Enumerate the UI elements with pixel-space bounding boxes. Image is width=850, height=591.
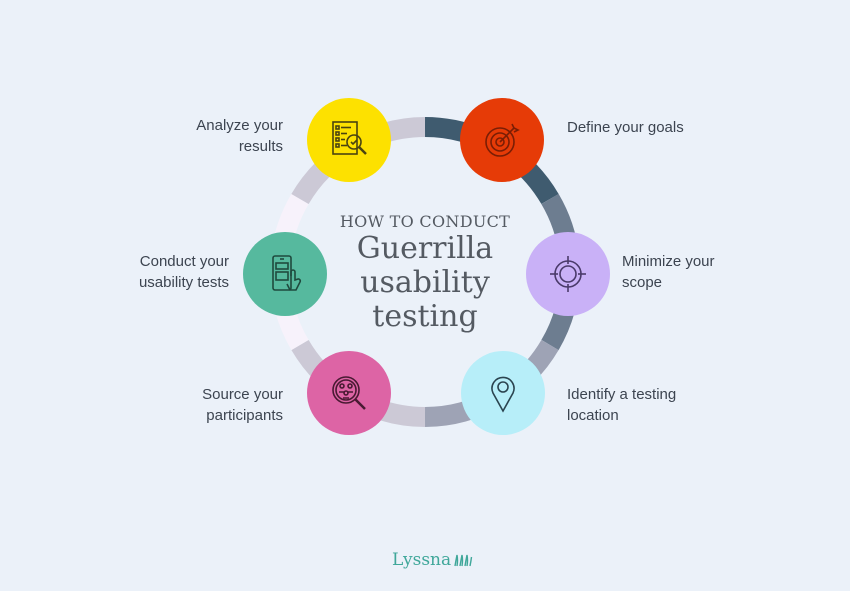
step-source-participants-label: Source your participants [202, 386, 283, 424]
title-line-2: usability [360, 265, 490, 300]
step-define-goals-node [460, 98, 544, 182]
title-line-3: testing [372, 299, 478, 334]
step-minimize-scope-node [526, 232, 610, 316]
step-conduct-tests-label: Conduct your usability tests [138, 253, 229, 291]
brand-mark-icon [454, 554, 473, 567]
brand-name: Lyssna [392, 550, 452, 570]
title-line-1: Guerrilla [356, 231, 494, 266]
checklist-magnifier-icon [332, 121, 367, 155]
target-icon [485, 123, 520, 157]
people-search-icon [332, 376, 366, 410]
location-pin-icon [491, 376, 515, 413]
step-identify-location-label: Identify a testing location [567, 386, 677, 424]
step-analyze-results-node [307, 98, 391, 182]
step-define-goals-label: Define your goals [567, 119, 684, 136]
step-analyze-results-label: Analyze your results [196, 117, 283, 155]
step-source-participants-node [307, 351, 391, 435]
step-minimize-scope-label: Minimize your scope [622, 253, 715, 291]
step-conduct-tests-node [243, 232, 327, 316]
step-identify-location-node [461, 351, 545, 435]
diagram-title: HOW TO CONDUCT Guerrilla usability testi… [325, 212, 525, 334]
phone-tap-icon [272, 255, 302, 291]
title-kicker: HOW TO CONDUCT [339, 212, 511, 231]
crosshair-icon [550, 256, 586, 292]
brand-logo: Lyssna [392, 550, 473, 570]
